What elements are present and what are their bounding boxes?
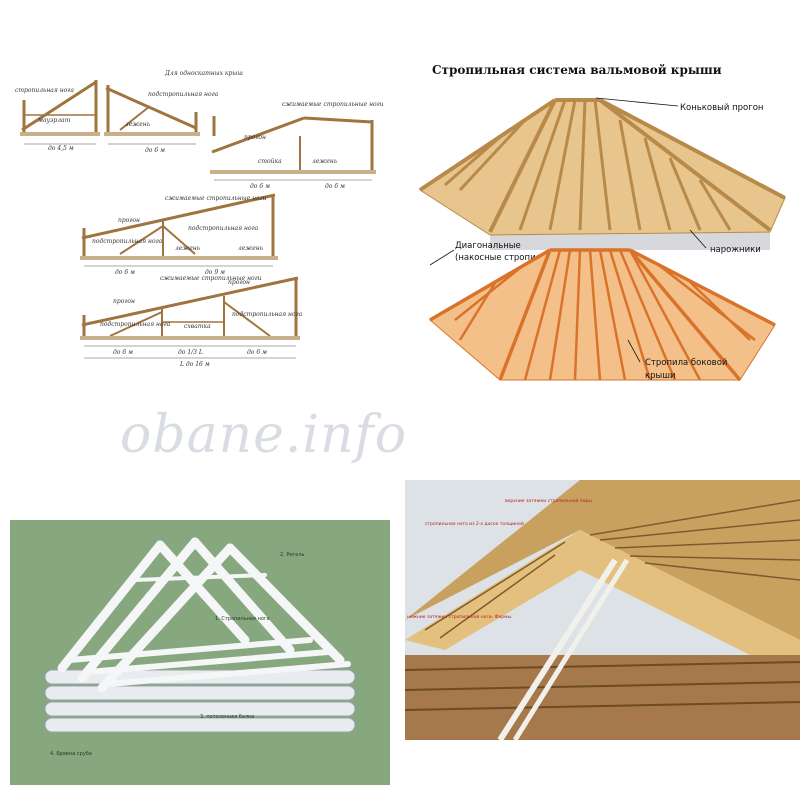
d1-beam-label: мауэрлат [38,117,71,124]
d5-span2-label: до 6 м [247,349,267,356]
photo-label-2: стропильная нога из 2-х досок толщиной [425,520,524,527]
d5-strut2-label: подстропильная нога [232,311,303,318]
log-rafter-model-panel: 2. Ригель 1. Стропильная нога 3. потолоч… [10,520,390,785]
roof-photo-boards [424,499,800,639]
label-ceiling: 3. потолочная балка [200,714,254,720]
label-rafter: 1. Стропильная нога [215,616,270,622]
hip-roof-drawing: Стропильная система вальмовой крыши Конь… [418,63,786,382]
diagram-4 [81,193,276,260]
diagonal-label-2: (накосные стропила) [455,253,550,263]
narozhniki-label: нарожники [710,245,761,255]
label-logs: 4. Бревна сруба [50,751,92,757]
d4-purlin-label: прогон [118,217,140,224]
d3-span1-label: до 6 м [250,183,270,190]
d3-bed-label: лежень [312,158,337,165]
hip-roof-panel: Стропильная система вальмовой крыши Конь… [400,40,800,400]
hip-roof-rafters [418,98,786,233]
d4-bed2-label: лежень [238,245,263,252]
d4-strut1-label: подстропильная нога [92,238,163,245]
d5-tie-label: схватка [184,323,211,330]
roof-photo-panel: верхние затяжки стропильной пары стропил… [405,480,800,740]
d5-purlin1-label: прогон [113,298,135,305]
side-rafters-label-2: крыши [645,371,676,381]
diagram-5 [81,276,299,340]
hip-roof-lower-rafters [429,248,776,382]
hip-roof-title: Стропильная система вальмовой крыши [432,63,722,77]
d1-strut-label: стропильная нога [15,87,74,94]
d3-post-label: стойка [258,158,282,165]
d3-legs-label: сжимаемые стропильные ноги [282,101,384,108]
photo-label-1: верхние затяжки стропильной пары [505,497,592,504]
d5-strut1-label: подстропильная нога [100,321,171,328]
d5-purlin2-label: прогон [228,279,250,286]
ridge-label: Коньковый прогон [680,103,763,113]
d5-total-label: L до 16 м [179,361,210,368]
roof-photo-logs [405,661,800,711]
diagram-3 [211,116,374,174]
d4-span1-label: до 6 м [115,269,135,276]
d3-beam-label: прогон [244,134,266,141]
d2-bed-label: лежень [125,121,150,128]
d2-strut-label: подстропильная нога [148,91,219,98]
label-ridge: 2. Ригель [280,552,305,558]
d1-span-label: до 4,5 м [48,145,74,152]
log-walls [44,669,356,733]
side-rafters-label-1: Стропила боковой [645,358,727,368]
roof-photo: верхние затяжки стропильной пары стропил… [405,480,800,740]
d5-span-mid-label: до 1/3 L [178,349,203,356]
top-left-title: Для односкатных крыш [164,70,243,77]
d5-span1-label: до 6 м [113,349,133,356]
rafter-schemes-drawing: стропильная нога мауэрлат до 4,5 м Для о… [15,70,384,368]
watermark: obane.info [120,405,408,465]
d2-span-label: до 6 м [145,147,165,154]
d4-bed1-label: лежень [175,245,200,252]
diagram-1 [21,80,98,136]
log-rafter-model-drawing: 2. Ригель 1. Стропильная нога 3. потолоч… [44,537,356,757]
d4-legs-label: сжимаемые стропильные ноги [165,195,267,202]
rafter-frames [57,537,351,693]
rafter-schemes-panel: стропильная нога мауэрлат до 4,5 м Для о… [0,40,400,380]
diagonal-label-1: Диагональные [455,241,521,251]
d4-strut2-label: подстропильная нога [188,225,259,232]
d3-span2-label: до 6 м [325,183,345,190]
photo-label-3: нижние затяжки стропильной ноги. Фермы. [407,613,512,620]
d4-span2-label: до 9 м [205,269,225,276]
d5-legs-label: сжимаемые стропильные ноги [160,275,262,282]
